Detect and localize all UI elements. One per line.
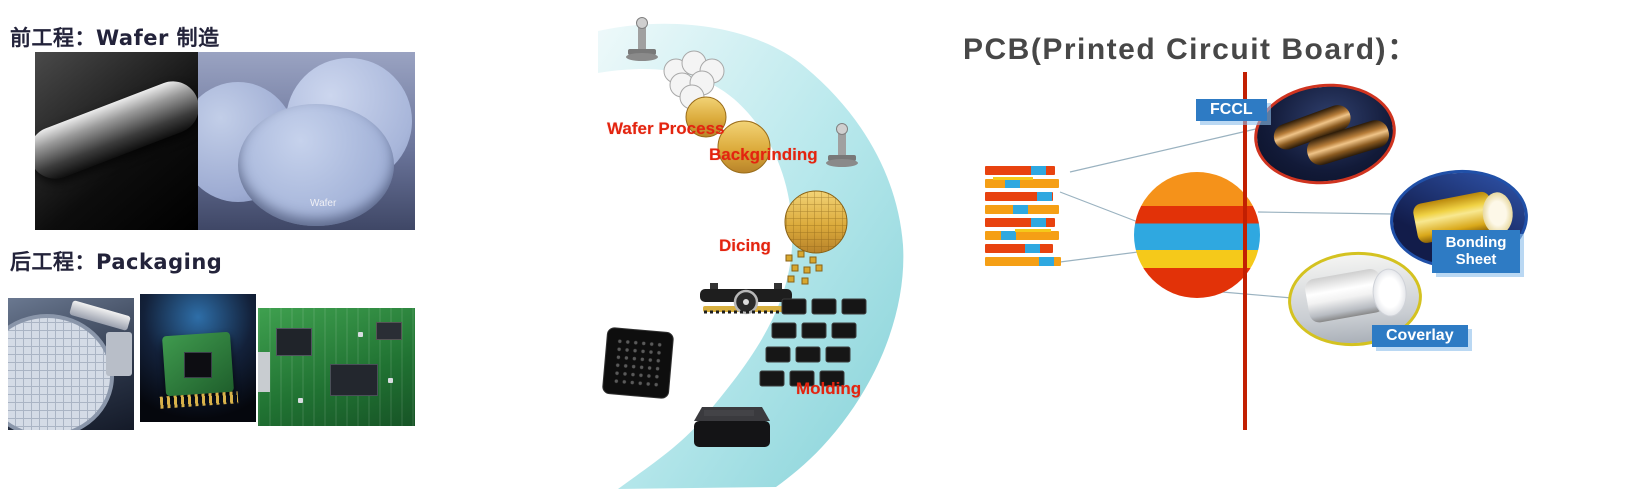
pcb-layer	[985, 257, 1061, 266]
gold-wafer-icon	[685, 96, 771, 174]
probe-head-icon	[106, 332, 132, 376]
chip-package-image	[140, 294, 256, 422]
board-pad-icon	[298, 398, 303, 403]
fccl-label: FCCL	[1196, 99, 1267, 121]
pcb-via	[1001, 231, 1016, 240]
wafer-disc-icon	[238, 104, 394, 226]
back-process-title: 后工程：Packaging	[10, 250, 223, 274]
coverlay-label: Coverlay	[1372, 325, 1468, 347]
molded-package-icon	[694, 407, 770, 447]
pcb-via	[1037, 192, 1052, 201]
pcb-via	[1025, 244, 1040, 253]
pcb-layer	[985, 218, 1055, 227]
diced-chips-array-icon	[759, 298, 867, 387]
scattered-dies-icon	[785, 250, 823, 285]
pcb-layer	[985, 244, 1053, 253]
dicing-label: Dicing	[719, 236, 771, 255]
bonding-sheet-label: Bonding Sheet	[1432, 230, 1520, 273]
pcb-via	[1031, 218, 1046, 227]
dicing-saw-icon	[700, 283, 792, 315]
wafer-probing-image	[8, 298, 134, 430]
board-ic-icon	[376, 322, 402, 340]
patterned-wafer-icon	[784, 190, 848, 254]
chip-die-icon	[184, 352, 212, 378]
callout-connector-lines	[1059, 127, 1393, 299]
silicon-ingot-image	[35, 52, 198, 230]
board-pad-icon	[388, 378, 393, 383]
pcb-layer	[985, 179, 1059, 188]
pcb-via	[1039, 257, 1054, 266]
pcb-via	[1013, 205, 1028, 214]
backgrinding-label: Backgrinding	[709, 145, 818, 164]
board-connector-icon	[258, 352, 270, 392]
pcb-adhesive-line	[993, 177, 1033, 180]
flex-pcb-layer-stack	[985, 166, 1081, 270]
pcb-via	[1005, 179, 1020, 188]
board-ic-icon	[276, 328, 312, 356]
board-pad-icon	[358, 332, 363, 337]
pcb-layer	[985, 192, 1053, 201]
layer-cross-section-zoom	[1134, 172, 1260, 298]
pcb-via	[1031, 166, 1046, 175]
pcb-adhesive-line	[1015, 229, 1051, 232]
molding-label: Molding	[796, 379, 862, 398]
process-flow-ribbon	[598, 17, 904, 490]
diced-wafer-icon	[8, 314, 114, 430]
pcb-board-image	[258, 308, 415, 426]
wafer-process-label: Wafer Process	[607, 119, 725, 138]
front-process-title: 前工程：Wafer 制造	[10, 26, 220, 50]
pcb-title: PCB(Printed Circuit Board)：	[963, 33, 1419, 66]
connector-line	[1059, 127, 1393, 299]
board-ic-icon	[330, 364, 378, 396]
pcb-layer	[985, 166, 1055, 175]
silicon-ingot-icon	[35, 73, 198, 187]
wafer-caption: Wafer	[310, 198, 337, 209]
bga-chip-icon	[602, 327, 674, 399]
vertical-reference-line	[1243, 72, 1247, 430]
pcb-layer	[985, 231, 1059, 240]
wafer-stack-image: Wafer	[198, 52, 415, 230]
